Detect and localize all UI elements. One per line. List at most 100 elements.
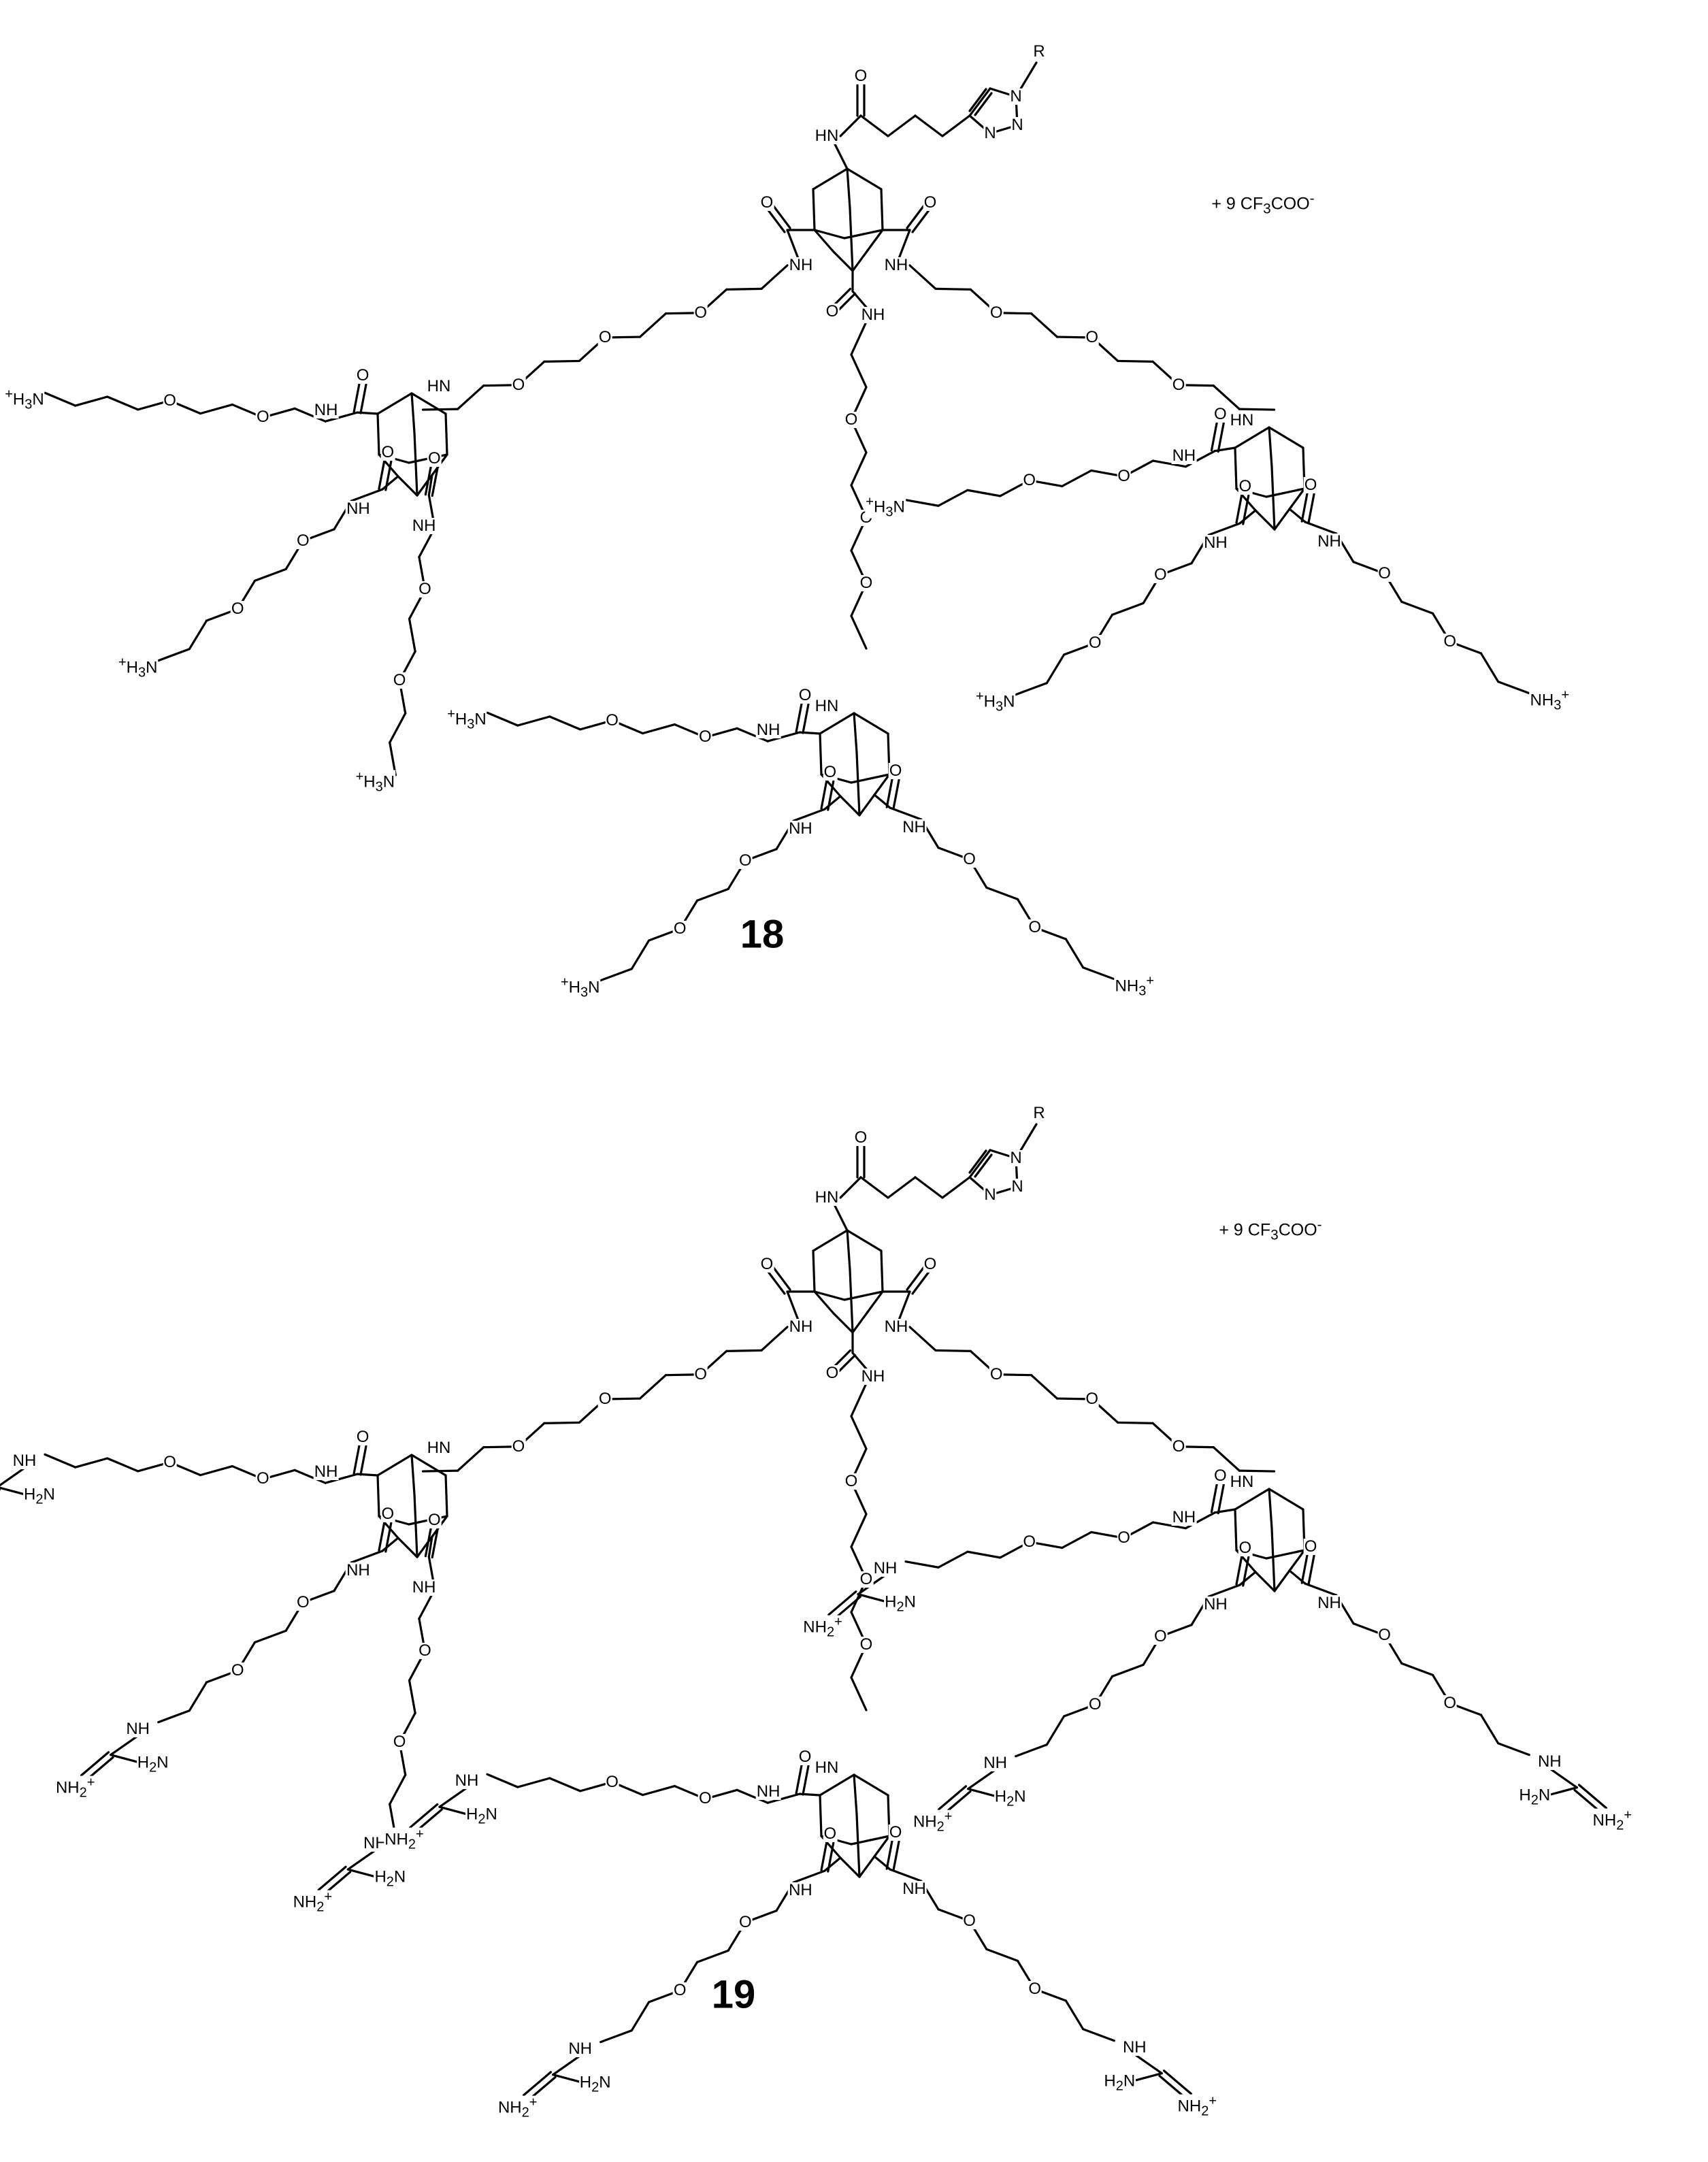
carbonyl-bond bbox=[1307, 493, 1315, 524]
ether-oxygen: O bbox=[392, 671, 407, 690]
ether-oxygen: O bbox=[1153, 1626, 1168, 1645]
guanidine-double bbox=[317, 1865, 347, 1891]
guanidine-nh: NH bbox=[125, 1719, 151, 1738]
carbonyl-bond bbox=[1300, 1553, 1309, 1584]
chain-bond bbox=[630, 939, 651, 970]
carbonyl-oxygen: O bbox=[427, 448, 442, 468]
ether-oxygen: O bbox=[1087, 1695, 1102, 1714]
chain-bond bbox=[1111, 1663, 1145, 1678]
amide-nitrogen: NH bbox=[411, 1578, 437, 1597]
chain-bond bbox=[908, 1326, 937, 1352]
adamantane-bond bbox=[846, 1229, 851, 1271]
carbonyl-bond bbox=[802, 703, 810, 734]
amide-nitrogen: NH bbox=[1317, 1594, 1342, 1613]
chain-bond bbox=[350, 488, 384, 502]
bond bbox=[941, 114, 971, 137]
compound-number-18: 18 bbox=[740, 912, 785, 957]
guanidinium-nh2plus: NH2+ bbox=[54, 1775, 96, 1801]
carbonyl-oxygen: O bbox=[888, 761, 903, 781]
amide-nitrogen: NH bbox=[1203, 534, 1228, 553]
chain-bond bbox=[293, 1469, 327, 1484]
triazole-nitrogen: N bbox=[1009, 87, 1023, 105]
adamantane-bond bbox=[866, 229, 884, 252]
chain-bond bbox=[1151, 459, 1187, 468]
amide-nitrogen: NH bbox=[860, 306, 886, 324]
branch-amide-bond bbox=[823, 795, 842, 810]
carbonyl-bond bbox=[1210, 421, 1219, 452]
chain-bond bbox=[389, 712, 407, 744]
adamantane-bond bbox=[846, 167, 883, 191]
adamantane-bond bbox=[855, 1813, 861, 1878]
ether-oxygen: O bbox=[1085, 328, 1100, 347]
chain-bond bbox=[850, 1676, 868, 1711]
adamantane-bond bbox=[1268, 1488, 1304, 1511]
chain-bond bbox=[74, 395, 109, 407]
terminal-ammonium: +H3N bbox=[974, 689, 1016, 715]
chain-bond bbox=[600, 968, 633, 982]
bond bbox=[859, 114, 889, 137]
adamantane-bond bbox=[413, 431, 418, 497]
core-amide-nh: HN bbox=[814, 127, 840, 145]
guanidine-nh2: H2N bbox=[465, 1805, 498, 1827]
chain-bond bbox=[850, 451, 868, 487]
carbonyl-bond bbox=[1242, 1556, 1250, 1587]
guanidine-nh: NH bbox=[983, 1753, 1008, 1772]
guanidine-double bbox=[409, 1803, 439, 1829]
adamantane-bond bbox=[413, 1493, 418, 1558]
ether-oxygen: O bbox=[1153, 565, 1168, 584]
ether-oxygen: O bbox=[693, 1364, 708, 1383]
chain-bond bbox=[695, 1949, 729, 1964]
chain-bond bbox=[766, 731, 801, 742]
carbonyl-bond bbox=[1307, 1554, 1315, 1586]
chain-bond bbox=[1151, 1521, 1187, 1530]
guanidinium-nh2plus: NH2+ bbox=[802, 1614, 843, 1640]
carbonyl-bond bbox=[1300, 491, 1309, 523]
branch-amide-nh: HN bbox=[1229, 1473, 1255, 1491]
chain-bond bbox=[408, 617, 416, 653]
triazole-double bbox=[968, 1149, 987, 1174]
ether-oxygen: O bbox=[962, 1911, 976, 1930]
compound-number-19: 19 bbox=[711, 1972, 756, 2017]
adamantane-bond bbox=[853, 712, 858, 754]
carbonyl-bond bbox=[820, 1840, 828, 1871]
guanidine-double bbox=[1577, 1784, 1608, 1809]
amide-nitrogen: NH bbox=[346, 499, 371, 519]
chain-bond bbox=[985, 1948, 1019, 1963]
amide-nitrogen: NH bbox=[313, 401, 339, 420]
amide-nitrogen: NH bbox=[788, 1317, 814, 1336]
adamantane-bond bbox=[376, 392, 413, 415]
guanidine-double bbox=[522, 2071, 553, 2097]
ether-oxygen: O bbox=[418, 1641, 432, 1660]
ether-oxygen: O bbox=[1171, 1437, 1186, 1456]
chain-bond bbox=[253, 1629, 287, 1644]
guanidine-nh2: H2N bbox=[884, 1592, 917, 1615]
carbonyl-oxygen: O bbox=[923, 193, 938, 212]
adamantane-bond bbox=[813, 1290, 846, 1301]
chain-bond bbox=[1238, 408, 1276, 411]
chain-bond bbox=[1015, 682, 1048, 696]
carbonyl-oxygen: O bbox=[798, 686, 812, 705]
adamantane-bond bbox=[410, 392, 447, 415]
branch-amide-nh: HN bbox=[1229, 411, 1255, 429]
chain-bond bbox=[324, 1473, 359, 1484]
ether-oxygen: O bbox=[392, 1733, 407, 1752]
guanidine-bond bbox=[1130, 2072, 1163, 2083]
carbonyl-oxygen: O bbox=[888, 1823, 903, 1842]
carbonyl-bond bbox=[802, 1765, 810, 1796]
chain-bond bbox=[937, 489, 969, 507]
chain-bond bbox=[253, 568, 287, 583]
ether-oxygen: O bbox=[597, 1390, 612, 1409]
chain-bond bbox=[736, 727, 769, 742]
adamantane-bond bbox=[376, 1474, 380, 1518]
amide-nitrogen: NH bbox=[1171, 1507, 1197, 1526]
chain-bond bbox=[985, 886, 1019, 901]
adamantane-bond bbox=[819, 732, 823, 776]
carbonyl-bond bbox=[827, 1841, 835, 1873]
chain-bond bbox=[1207, 1584, 1241, 1598]
ether-oxygen: O bbox=[672, 1981, 687, 2000]
chain-bond bbox=[188, 1681, 208, 1712]
terminal-ammonium: +H3N bbox=[355, 769, 396, 795]
carbonyl-bond bbox=[795, 1763, 803, 1795]
bond bbox=[914, 1176, 944, 1199]
adamantane-bond bbox=[843, 1290, 884, 1301]
